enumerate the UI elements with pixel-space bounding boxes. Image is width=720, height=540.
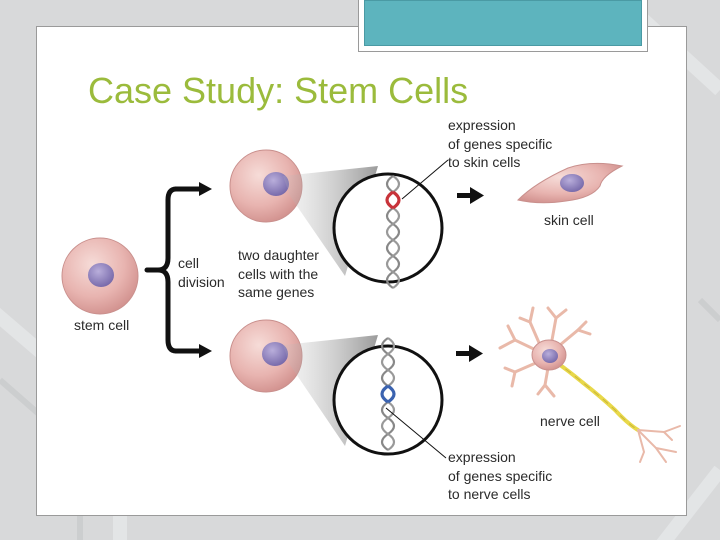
dna-helix-bottom	[380, 337, 396, 451]
label-nerve-gene-expression: expression of genes specific to nerve ce…	[448, 449, 553, 502]
magnified-chromosome-bottom	[332, 344, 444, 456]
label-skin-gene-expression: expression of genes specific to skin cel…	[448, 117, 553, 170]
arrow-to-top-daughter	[199, 182, 212, 196]
arrow-to-skin-cell	[457, 187, 484, 204]
cell-division-bracket	[144, 186, 203, 354]
daughter-cell-top	[229, 149, 303, 223]
title-accent-tab	[358, 0, 648, 52]
leader-line-skin	[401, 159, 449, 200]
label-cell-division: cell division	[178, 255, 225, 290]
title-accent-bar	[364, 0, 642, 46]
slide-title: Case Study: Stem Cells	[88, 70, 469, 111]
label-stem-cell: stem cell	[74, 317, 130, 333]
stem-cell	[61, 237, 139, 315]
arrow-to-nerve-cell	[456, 345, 483, 362]
nerve-cell	[498, 306, 681, 463]
label-nerve-cell: nerve cell	[540, 413, 600, 429]
dna-helix-top	[385, 175, 401, 289]
label-daughter-cells: two daughter cells with the same genes	[238, 247, 319, 300]
arrow-to-bottom-daughter	[199, 344, 212, 358]
daughter-cell-bottom	[229, 319, 303, 393]
label-skin-cell: skin cell	[544, 212, 594, 228]
skin-cell	[517, 162, 624, 204]
leader-line-nerve	[385, 407, 447, 459]
